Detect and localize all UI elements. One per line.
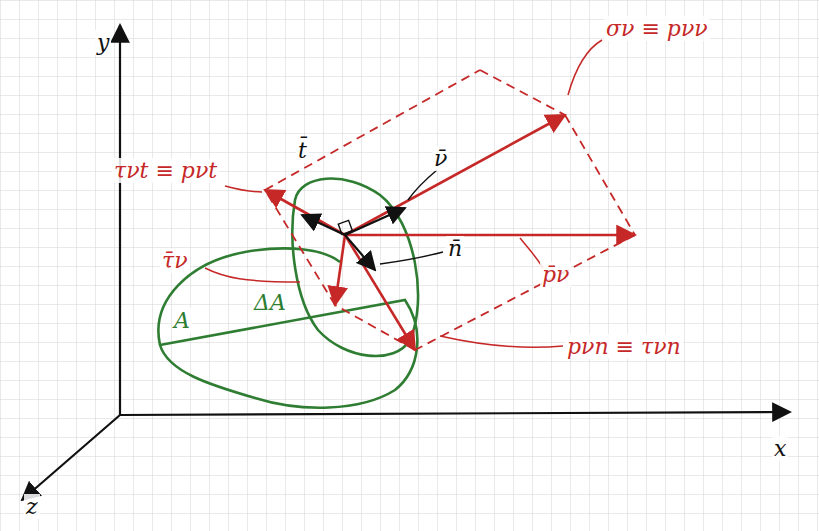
vector-label: ν̄ [432,146,449,171]
stress-label: σν ≡ pνν [604,16,710,41]
construction-lines [265,70,635,350]
leader-lines [380,170,443,264]
axes [22,25,790,500]
stress-label: τ̄ν [160,248,190,273]
stress-vectors [265,115,635,350]
axis-label: z [24,494,40,519]
stress-label: pνn ≡ τνn [565,334,683,359]
unit-vectors [302,208,405,270]
vector-label: n̄ [446,236,464,261]
surface-outline [158,248,417,407]
stress-label: p̄ν [540,262,571,287]
axis-label: x [772,436,788,461]
leader-lines [205,40,602,347]
area-label: A [172,308,192,333]
area-label: ΔA [252,290,288,315]
axis-label: y [95,30,111,55]
stress-label: τνt ≡ pνt [112,158,219,183]
vector-label: t̄ [296,138,309,163]
